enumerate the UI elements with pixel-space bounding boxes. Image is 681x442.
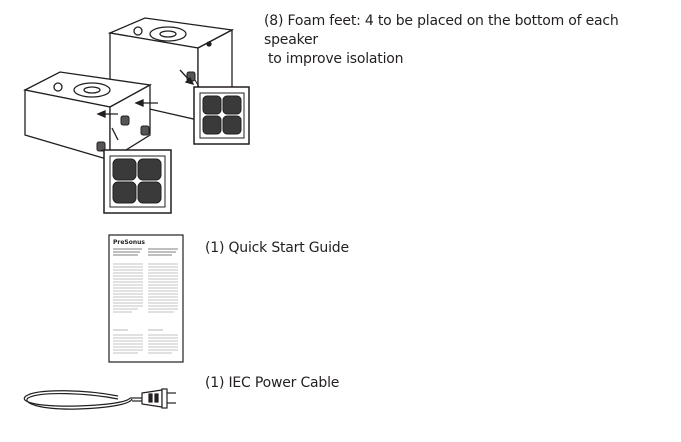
power-plug (141, 388, 176, 409)
quick-start-guide-label: (1) Quick Start Guide (205, 240, 349, 256)
placement-arrows (96, 69, 195, 141)
quick-start-guide-illustration: PreSonus (108, 234, 184, 363)
foam-feet-line2: to improve isolation (268, 51, 404, 67)
guide-brand-logo: PreSonus (113, 239, 145, 246)
foam-feet-description: (8) Foam feet: 4 to be placed on the bot… (264, 12, 674, 69)
power-cable-illustration (23, 388, 176, 410)
power-cable-label: (1) IEC Power Cable (205, 375, 340, 391)
foam-feet-inset-top (193, 86, 250, 145)
speaker-feet (96, 71, 196, 152)
guide-text-lines (113, 248, 178, 256)
speaker-foam-feet-illustration (23, 17, 250, 214)
foam-feet-line1: (8) Foam feet: 4 to be placed on the bot… (264, 13, 619, 48)
speaker-front (23, 71, 153, 162)
foam-feet-inset-bottom (103, 149, 172, 214)
